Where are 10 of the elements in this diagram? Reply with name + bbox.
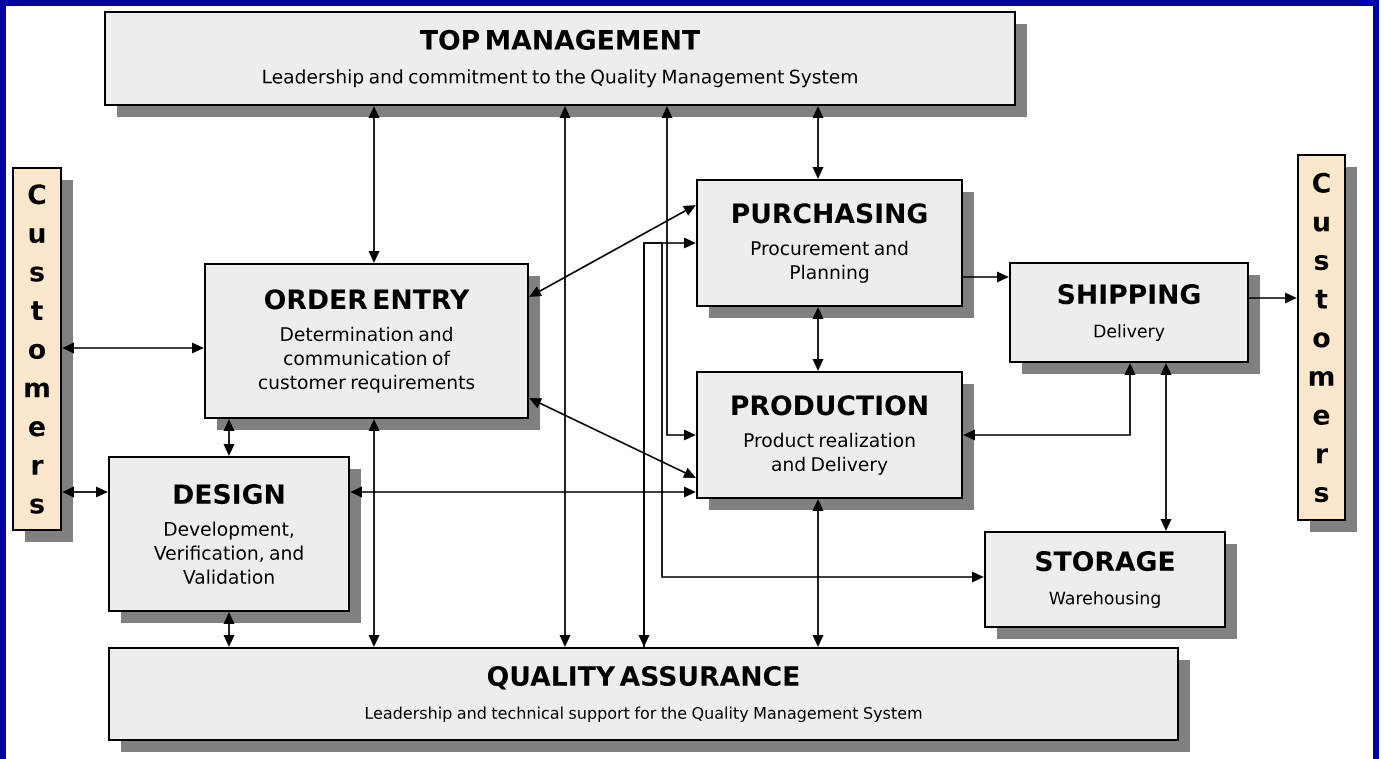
process-box: PRODUCTION Product realization and Delivery (696, 371, 974, 510)
process-box: SHIPPING Delivery (1009, 262, 1260, 374)
process-box: PURCHASING Procurement and Planning (696, 179, 974, 318)
process-box: ORDER ENTRY Determination and communication of customer requirements (204, 263, 540, 430)
customer-box: Customers (12, 167, 73, 542)
customer-box: Customers (1297, 154, 1357, 532)
process-box: TOP MANAGEMENT Leadership and commitment to the Quality Management System (104, 11, 1027, 117)
process-box: QUALITY ASSURANCE Leadership and technical support for the Quality Management System (108, 647, 1190, 752)
process-box: DESIGN Development, Verification, and Validation (108, 456, 361, 623)
process-box: STORAGE Warehousing (984, 531, 1237, 639)
